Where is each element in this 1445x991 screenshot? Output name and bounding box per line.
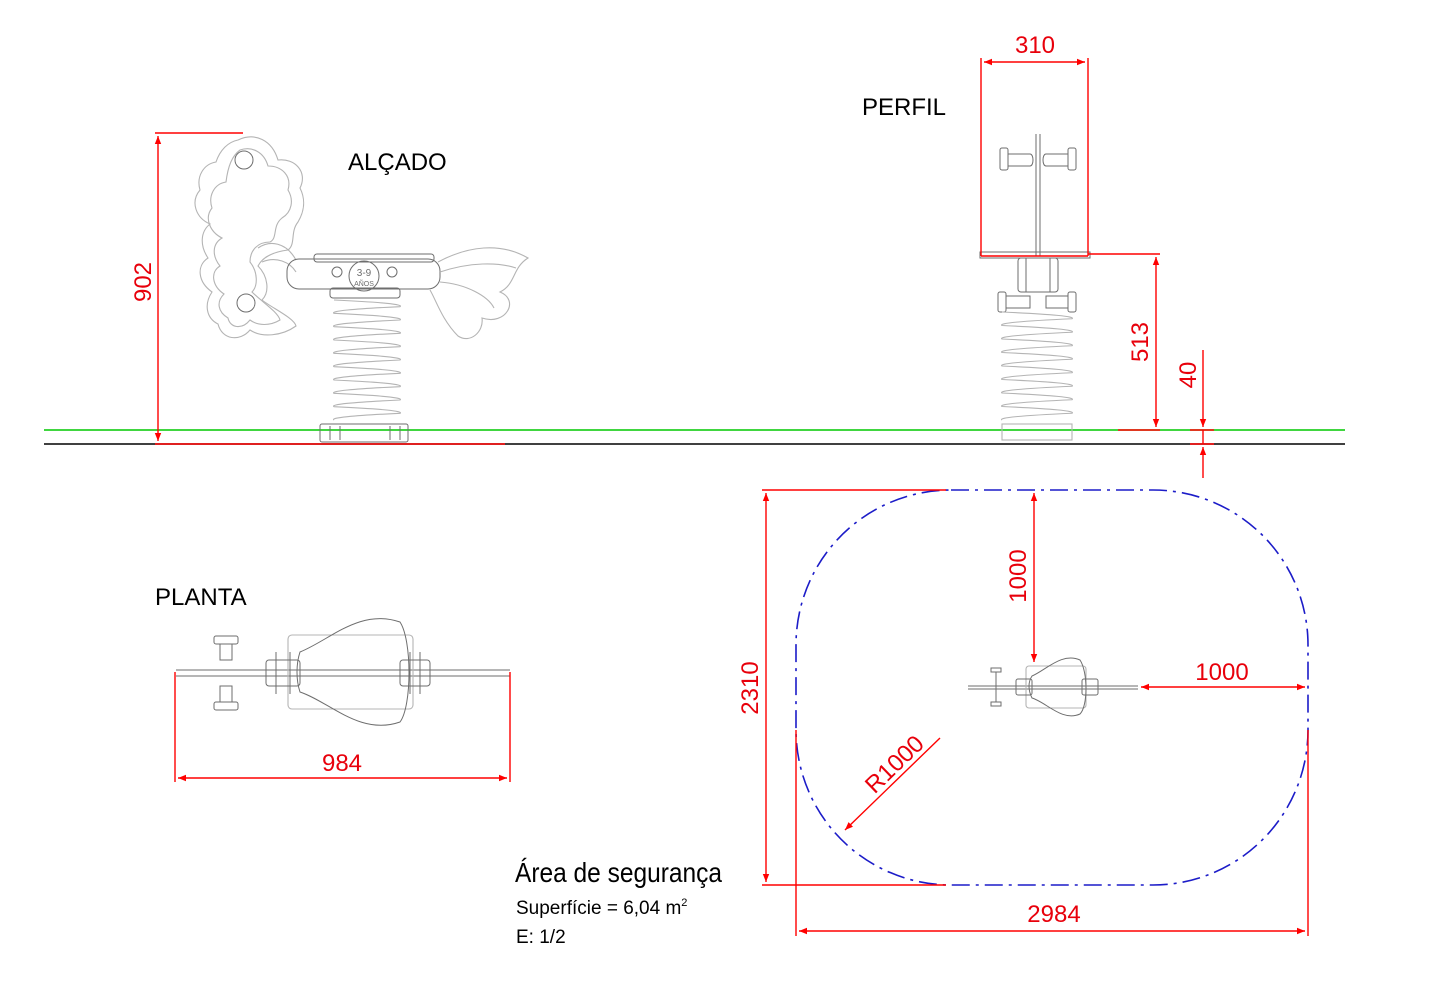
- plan-spring-rider: [176, 618, 510, 726]
- dim-corner-radius: R1000: [844, 730, 941, 831]
- dim-zone-length-label: 2310: [737, 661, 764, 714]
- profile-footrest-right: [1067, 291, 1077, 313]
- seat-bar: [286, 258, 441, 290]
- age-badge-range: 3-9: [357, 268, 372, 279]
- star-head-inner: [207, 148, 292, 328]
- plan-base-plate: [287, 634, 414, 710]
- dim-height-total-label: 902: [130, 262, 157, 302]
- safety-surface-exponent: 2: [681, 897, 687, 909]
- dim-length-plan: 984: [174, 672, 511, 782]
- profile-handle-left: [999, 147, 1009, 171]
- dim-height-total: 902: [130, 132, 505, 445]
- plan-handle-bottom: [213, 701, 239, 711]
- profile-ground-anchor: [1001, 423, 1073, 441]
- spring-top-plate: [329, 287, 401, 299]
- age-badge-unit: AÑOS: [354, 279, 374, 288]
- dim-width-profile: 310: [980, 32, 1089, 257]
- plan-footrest-left: [265, 659, 301, 687]
- ground-anchor: [319, 423, 409, 443]
- safety-area-info: Área de segurança Superfície = 6,04 m2 E…: [515, 857, 722, 948]
- handle-knob-bottom: [236, 293, 256, 313]
- profile-title: PERFIL: [862, 94, 946, 121]
- dim-zone-length: 2310: [737, 489, 946, 886]
- profile-handle-bar: [1008, 153, 1068, 167]
- profile-footrest-left: [997, 291, 1007, 313]
- dim-corner-radius-label: R1000: [860, 730, 930, 799]
- dim-clearance-side-label: 1000: [1195, 659, 1248, 686]
- dim-clearance-top-label: 1000: [1005, 549, 1032, 602]
- plan-seat-shape: [296, 618, 410, 726]
- elevation-title: ALÇADO: [348, 149, 447, 176]
- safety-area-title: Área de segurança: [515, 857, 722, 888]
- neck-arm: [257, 242, 297, 273]
- dim-width-profile-label: 310: [1015, 32, 1055, 59]
- dim-ground-depth: 40: [1175, 350, 1214, 478]
- dim-zone-width-label: 2984: [1027, 901, 1080, 928]
- safety-zone-outline: [795, 489, 1309, 886]
- tail-outline: [429, 247, 530, 340]
- age-badge-ring: [348, 260, 380, 292]
- dim-ground-depth-label: 40: [1175, 362, 1202, 389]
- seat-bolt-right: [386, 266, 398, 278]
- dim-clearance-side: 1000: [1141, 659, 1305, 691]
- dim-zone-width: 2984: [795, 730, 1309, 936]
- safety-scale-label: E: 1/2: [516, 927, 566, 948]
- plan-handle-top: [213, 635, 239, 645]
- profile-handle-right: [1067, 147, 1077, 171]
- safety-surface-label: Superfície = 6,04 m2: [516, 897, 687, 919]
- seat-top-plate: [313, 253, 435, 263]
- dim-length-plan-label: 984: [322, 750, 362, 777]
- star-head-outline: [194, 136, 305, 339]
- plan-title: PLANTA: [155, 584, 247, 611]
- dim-seat-height: 513: [1088, 253, 1160, 431]
- elevation-spring-rider: 3-9 AÑOS: [194, 136, 530, 443]
- profile-seat-block: [1017, 257, 1059, 293]
- dim-clearance-top: 1000: [1005, 493, 1038, 662]
- profile-seat: [979, 251, 1091, 259]
- handle-knob-top: [234, 150, 254, 170]
- safety-surface-text: Superfície = 6,04 m: [516, 898, 681, 919]
- seat-bolt-left: [331, 266, 343, 278]
- zone-spring-rider: [968, 657, 1138, 717]
- dim-seat-height-label: 513: [1127, 322, 1154, 362]
- spring-coil: [333, 299, 401, 421]
- plan-footrest-right: [399, 659, 431, 687]
- profile-spring-coil: [1001, 311, 1073, 421]
- tail-inner: [439, 263, 517, 309]
- profile-spring-rider: [979, 134, 1091, 441]
